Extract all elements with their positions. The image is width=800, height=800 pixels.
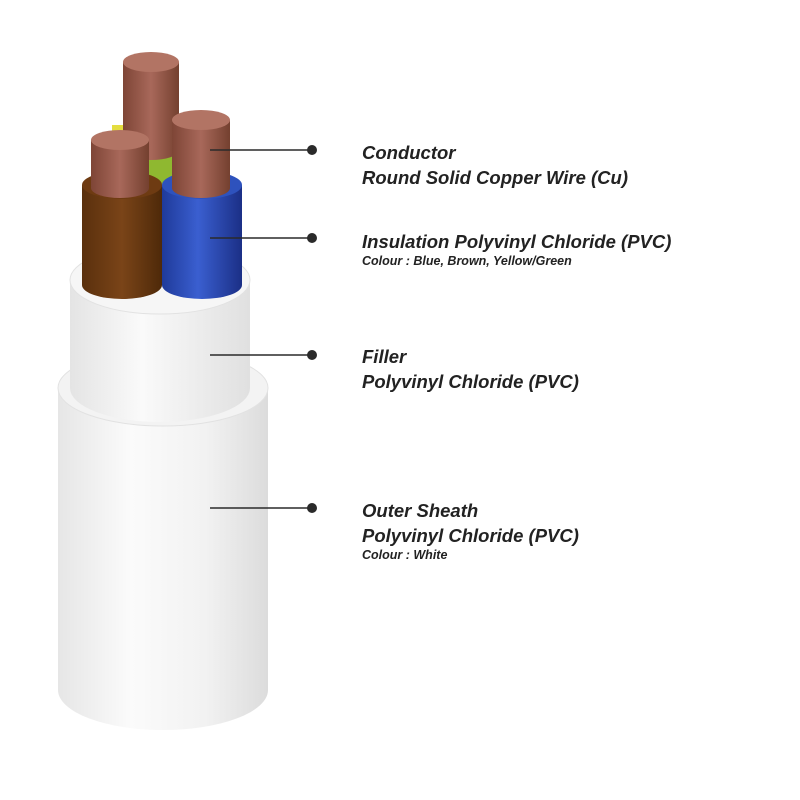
filler-label: Filler Polyvinyl Chloride (PVC) <box>362 344 579 394</box>
insulation-colour-note: Colour : Blue, Brown, Yellow/Green <box>362 254 572 268</box>
outer-sheath-material: Polyvinyl Chloride (PVC) <box>362 525 579 546</box>
filler-material: Polyvinyl Chloride (PVC) <box>362 371 579 392</box>
outer-sheath-label: Outer Sheath Polyvinyl Chloride (PVC) Co… <box>362 498 579 563</box>
brown-insulation-core <box>82 130 162 299</box>
conductor-title: Conductor <box>362 142 456 163</box>
outer-sheath-leader-dot <box>307 503 317 513</box>
leader-lines <box>210 145 317 513</box>
insulation-leader-dot <box>307 233 317 243</box>
filler-title: Filler <box>362 346 407 367</box>
outer-sheath-title: Outer Sheath <box>362 500 479 521</box>
insulation-title: Insulation Polyvinyl Chloride (PVC) <box>362 231 672 252</box>
filler-leader-dot <box>307 350 317 360</box>
conductor-material: Round Solid Copper Wire (Cu) <box>362 167 629 188</box>
conductor-label: Conductor Round Solid Copper Wire (Cu) <box>362 140 628 190</box>
blue-insulation-core <box>162 110 242 299</box>
insulation-label: Insulation Polyvinyl Chloride (PVC) Colo… <box>362 229 671 269</box>
conductor-leader-dot <box>307 145 317 155</box>
outer-sheath-colour-note: Colour : White <box>362 548 448 562</box>
